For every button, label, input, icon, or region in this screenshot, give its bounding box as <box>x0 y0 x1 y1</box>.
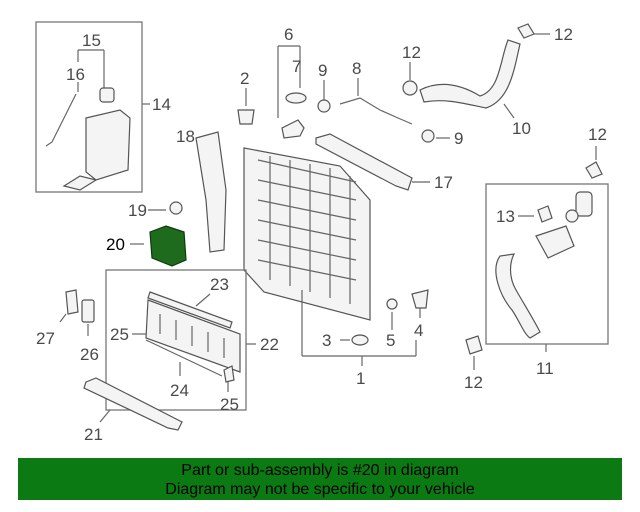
reservoir-group-box <box>35 21 143 193</box>
part-2-cap <box>237 109 255 125</box>
label-16: 16 <box>66 65 85 84</box>
label-14: 14 <box>152 95 171 114</box>
part-3-drain-cock <box>351 334 369 346</box>
part-11-lower-hose <box>495 253 541 339</box>
label-19: 19 <box>128 201 147 220</box>
baffle-group-box <box>105 269 247 411</box>
label-22: 22 <box>260 335 279 354</box>
part-1-radiator <box>243 147 371 321</box>
label-4: 4 <box>414 321 423 340</box>
parts-diagram: 14 15 16 2 6 7 9 8 12 10 12 9 17 <box>35 21 609 444</box>
part-20-highlighted <box>149 225 187 267</box>
part-25-clip-right <box>223 365 235 383</box>
label-10: 10 <box>512 119 531 138</box>
part-24-rod <box>145 339 223 377</box>
label-21: 21 <box>84 425 103 444</box>
label-12-center: 12 <box>402 43 421 62</box>
label-25-left: 25 <box>110 325 129 344</box>
part-9-clamp-right <box>421 129 435 143</box>
label-12-bottom: 12 <box>464 373 483 392</box>
washer-reservoir-tank <box>45 87 131 191</box>
part-6-outlet <box>281 119 305 139</box>
part-10-upper-hose <box>419 39 521 109</box>
label-3: 3 <box>322 331 331 350</box>
part-4-fitting <box>411 289 429 309</box>
part-8-hose <box>339 97 413 125</box>
label-24: 24 <box>170 381 189 400</box>
part-18-deflector <box>195 131 227 253</box>
part-13-clamp <box>537 205 553 223</box>
banner-line-1: Part or sub-assembly is #20 in diagram <box>181 462 459 479</box>
label-15: 15 <box>82 31 101 50</box>
banner-line-2: Diagram may not be specific to your vehi… <box>165 481 475 498</box>
part-9-clamp-top <box>317 99 331 113</box>
part-12-clamp-right <box>585 161 603 179</box>
label-13: 13 <box>496 207 515 226</box>
part-7-cap <box>285 92 307 104</box>
label-1: 1 <box>356 369 365 388</box>
part-19-clip <box>169 201 183 215</box>
label-26: 26 <box>80 345 99 364</box>
label-27: 27 <box>36 329 55 348</box>
part-21-lower-cover <box>83 377 183 431</box>
part-27-bracket <box>65 289 79 315</box>
label-9-top: 9 <box>318 61 327 80</box>
label-11: 11 <box>536 359 554 378</box>
label-20: 20 <box>106 235 125 254</box>
part-26-pad <box>81 299 95 323</box>
label-7: 7 <box>292 57 301 76</box>
info-banner: Part or sub-assembly is #20 in diagram D… <box>18 458 622 500</box>
label-25-right: 25 <box>220 395 239 414</box>
label-9-right: 9 <box>454 129 463 148</box>
label-23: 23 <box>210 275 229 294</box>
label-12-right: 12 <box>588 125 607 144</box>
part-12-clamp-bottom <box>465 335 483 355</box>
label-6: 6 <box>284 25 293 44</box>
part-17-support <box>315 133 413 191</box>
label-8: 8 <box>352 59 361 78</box>
part-12-clamp-center <box>402 80 418 96</box>
part-22-shutter <box>145 299 241 373</box>
label-5: 5 <box>386 331 395 350</box>
part-5-plug <box>386 298 398 310</box>
label-18: 18 <box>176 127 195 146</box>
part-12-clamp-top-right <box>517 23 535 39</box>
label-12-top-right: 12 <box>554 25 573 44</box>
part-23-seal <box>147 291 233 329</box>
lower-hose-group-box <box>485 183 609 345</box>
label-2: 2 <box>240 69 249 88</box>
label-17: 17 <box>434 173 453 192</box>
